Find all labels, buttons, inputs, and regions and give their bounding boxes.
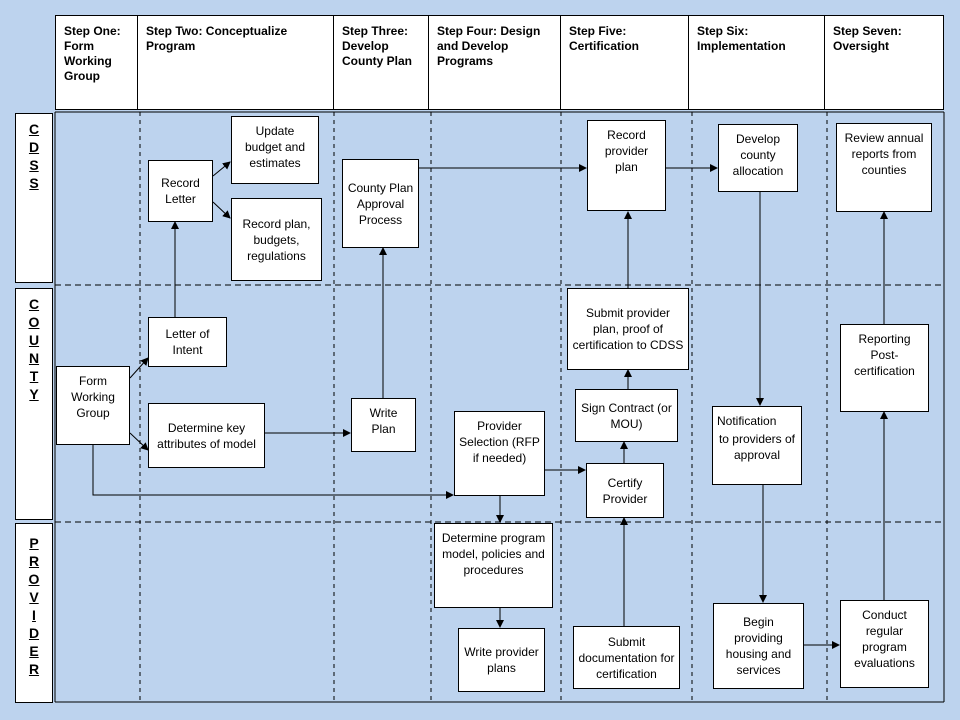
box-determine-program-model: Determine program model, policies and pr… — [434, 523, 553, 608]
box-conduct-evaluations: Conduct regular program evaluations — [840, 600, 929, 688]
arrow-letter-to-plan — [212, 201, 231, 219]
box-conduct-evaluations-text: Conduct regular program evaluations — [854, 608, 915, 670]
header-step-three-label: Step Three: Develop County Plan — [342, 24, 413, 68]
arrow-letter-to-budget — [212, 161, 231, 177]
box-submit-provider-plan-text: Submit provider plan, proof of certifica… — [572, 306, 684, 352]
lane-letter: P — [29, 535, 39, 551]
header-step-seven-label: Step Seven: Oversight — [833, 24, 902, 53]
box-begin-providing-text: Begin providing housing and services — [725, 615, 792, 677]
arrow-fwg-to-intent — [129, 357, 149, 379]
box-certify-provider: Certify Provider — [586, 463, 664, 518]
lane-letter: E — [29, 643, 39, 659]
header-step-seven: Step Seven: Oversight — [824, 15, 944, 110]
header-step-five: Step Five: Certification — [560, 15, 689, 110]
header-step-six-label: Step Six: Implementation — [697, 24, 786, 53]
box-reporting-post-certification-text: Reporting Post-certification — [854, 332, 915, 378]
header-step-one-label: Step One: Form Working Group — [64, 24, 121, 83]
box-determine-key-attributes-text: Determine key attributes of model — [157, 420, 256, 451]
lane-letter: R — [28, 661, 40, 677]
box-determine-program-model-text: Determine program model, policies and pr… — [441, 531, 546, 577]
box-letter-of-intent: Letter of Intent — [148, 317, 227, 367]
box-write-provider-plans-text: Write provider plans — [464, 645, 539, 675]
box-certify-provider-text: Certify Provider — [602, 475, 648, 506]
lane-letter: I — [32, 607, 36, 623]
lane-letter: D — [28, 625, 40, 641]
box-update-budget: Update budget and estimates — [231, 116, 319, 184]
box-review-annual-reports-text: Review annual reports from counties — [844, 131, 924, 177]
box-sign-contract-text: Sign Contract (or MOU) — [581, 400, 672, 431]
box-determine-key-attributes: Determine key attributes of model — [148, 403, 265, 468]
box-review-annual-reports: Review annual reports from counties — [836, 123, 932, 212]
header-step-two-label: Step Two: Conceptualize Program — [146, 24, 288, 53]
box-county-plan-approval-text: County Plan Approval Process — [347, 180, 414, 227]
box-notification-text: to providers of approval — [718, 432, 796, 462]
box-sign-contract: Sign Contract (or MOU) — [575, 389, 678, 442]
box-develop-county-allocation: Develop county allocation — [718, 124, 798, 192]
header-step-four: Step Four: Design and Develop Programs — [428, 15, 561, 110]
lane-label-provider: P R O V I D E R — [15, 523, 53, 703]
header-step-three: Step Three: Develop County Plan — [333, 15, 429, 110]
lane-letter: U — [28, 332, 40, 348]
lane-letter: T — [29, 368, 39, 384]
box-develop-county-allocation-text: Develop county allocation — [732, 132, 784, 178]
box-form-working-group: Form Working Group — [56, 366, 130, 445]
box-write-plan: Write Plan — [351, 398, 416, 452]
box-write-provider-plans: Write provider plans — [458, 628, 545, 692]
box-record-letter: Record Letter — [148, 160, 213, 222]
lane-letter: D — [28, 139, 40, 155]
lane-letter: N — [28, 350, 40, 366]
lane-letter: Y — [29, 386, 39, 402]
box-submit-documentation-text: Submit documentation for certification — [578, 634, 675, 681]
box-write-plan-text: Write Plan — [369, 406, 398, 436]
lane-letter: C — [28, 296, 40, 312]
header-step-one: Step One: Form Working Group — [55, 15, 138, 110]
box-record-letter-text: Record Letter — [161, 176, 200, 206]
lane-letter: R — [28, 553, 40, 569]
box-record-plan-budgets-text: Record plan, budgets, regulations — [242, 216, 311, 263]
lane-letter: S — [29, 157, 39, 173]
box-notification: Notification to providers of approval — [712, 406, 802, 485]
lane-letter: S — [29, 175, 39, 191]
lane-letter: C — [28, 121, 40, 137]
box-record-provider-plan: Record provider plan — [587, 120, 666, 211]
header-step-six: Step Six: Implementation — [688, 15, 825, 110]
lane-letter: O — [28, 571, 40, 587]
arrow-fwg-to-provider-selection — [92, 445, 454, 499]
box-form-working-group-text: Form Working Group — [71, 374, 115, 420]
box-notification-title: Notification — [717, 414, 777, 428]
box-begin-providing: Begin providing housing and services — [713, 603, 804, 689]
lane-label-county: C O U N T Y — [15, 288, 53, 520]
box-provider-selection: Provider Selection (RFP if needed) — [454, 411, 545, 496]
box-submit-documentation: Submit documentation for certification — [573, 626, 680, 689]
lane-label-cdss: C D S S — [15, 113, 53, 283]
box-letter-of-intent-text: Letter of Intent — [165, 327, 210, 357]
header-step-four-label: Step Four: Design and Develop Programs — [437, 24, 541, 68]
box-county-plan-approval: County Plan Approval Process — [342, 159, 419, 248]
lane-letter: O — [28, 314, 40, 330]
lane-letter: V — [29, 589, 39, 605]
box-submit-provider-plan: Submit provider plan, proof of certifica… — [567, 288, 689, 370]
box-update-budget-text: Update budget and estimates — [244, 124, 306, 170]
box-record-provider-plan-text: Record provider plan — [604, 128, 649, 174]
box-record-plan-budgets: Record plan, budgets, regulations — [231, 198, 322, 281]
arrow-fwg-to-attributes — [129, 432, 149, 451]
header-step-two: Step Two: Conceptualize Program — [137, 15, 334, 110]
header-step-five-label: Step Five: Certification — [569, 24, 640, 53]
box-reporting-post-certification: Reporting Post-certification — [840, 324, 929, 412]
box-provider-selection-text: Provider Selection (RFP if needed) — [459, 419, 540, 465]
